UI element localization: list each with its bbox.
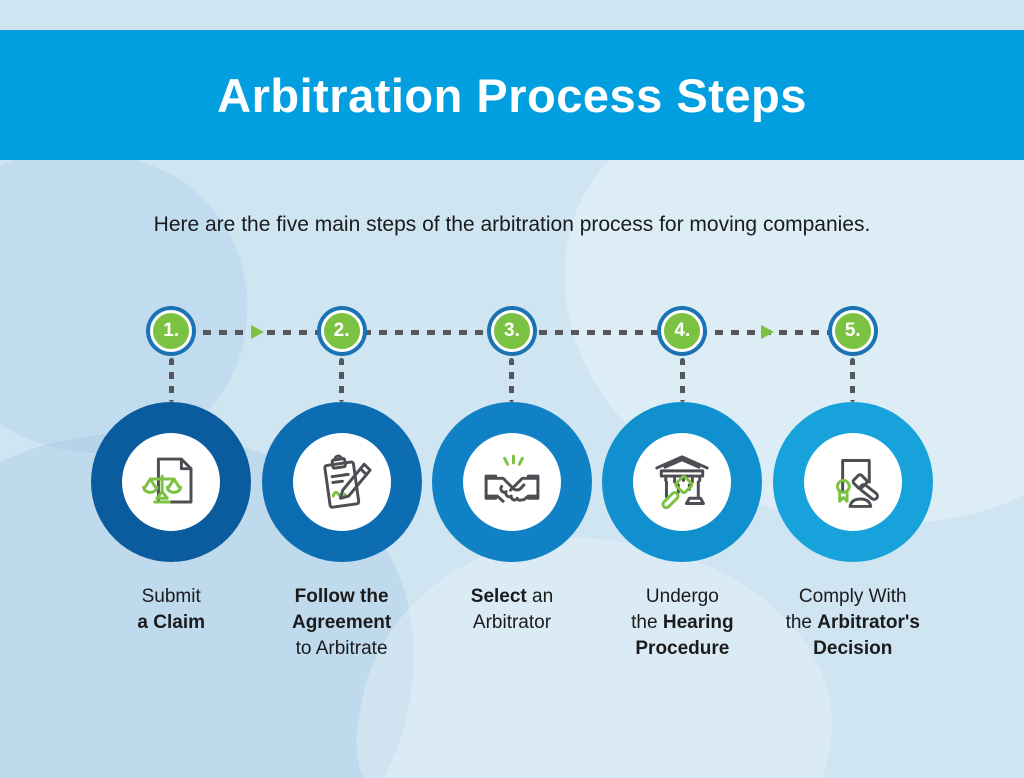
- step-label-line: the Hearing: [631, 612, 734, 633]
- header-banner: Arbitration Process Steps: [0, 30, 1024, 160]
- vertical-dashed-connector: [509, 358, 515, 402]
- step-label-line: the Arbitrator's: [785, 612, 920, 633]
- step-label-line: Undergo: [645, 586, 719, 607]
- scales-document-icon: [142, 457, 193, 504]
- handshake-icon: [484, 454, 540, 503]
- step-number: 3.: [504, 320, 520, 341]
- step-number-badge: 2.: [320, 310, 363, 352]
- step-label: Follow the Agreement to Arbitrate: [254, 584, 430, 662]
- step-number: 4.: [674, 320, 691, 341]
- step-circle-inner: [122, 433, 221, 531]
- step-label-line: a Claim: [137, 612, 205, 633]
- step-circle: [261, 402, 422, 562]
- step-number: 5.: [844, 320, 861, 341]
- step-label: Comply With the Arbitrator's Decision: [765, 584, 941, 662]
- step-label-line: Comply With: [798, 586, 907, 607]
- vertical-dashed-connector: [339, 358, 345, 402]
- subtitle-text: Here are the five main steps of the arbi…: [153, 213, 871, 236]
- step-column-1: 1.: [86, 306, 256, 662]
- step-label: Undergo the Hearing Procedure: [594, 584, 770, 662]
- step-circle: [431, 402, 592, 562]
- step-number: 1.: [163, 320, 180, 341]
- arrow-right-icon: [251, 325, 264, 339]
- step-circle-inner: [462, 433, 561, 531]
- step-circle-inner: [633, 433, 732, 531]
- step-circle-inner: [292, 433, 391, 531]
- step-circle: [602, 402, 763, 562]
- step-column-5: 5. Comply With the Arbitrator's: [768, 306, 938, 662]
- courthouse-gavel-icon: [655, 455, 709, 510]
- vertical-dashed-connector: [679, 358, 685, 402]
- step-number-badge: 1.: [150, 310, 193, 352]
- certificate-gavel-icon: [835, 459, 879, 508]
- step-label-line: Follow the: [294, 586, 389, 607]
- step-column-3: 3. Select an: [427, 306, 597, 662]
- vertical-dashed-connector: [168, 358, 174, 402]
- step-circle: [91, 402, 252, 562]
- steps-row: 1.: [86, 306, 938, 662]
- step-label-line: Procedure: [635, 638, 730, 659]
- step-number-badge: 5.: [831, 310, 874, 352]
- step-label-line: Arbitrator: [472, 612, 552, 633]
- step-circle: [772, 402, 933, 562]
- step-number-badge: 4.: [661, 310, 704, 352]
- step-number-badge: 3.: [490, 310, 533, 352]
- step-label-line: to Arbitrate: [295, 638, 388, 659]
- vertical-dashed-connector: [850, 358, 856, 402]
- step-label-line: Select an: [470, 586, 554, 607]
- step-column-2: 2.: [256, 306, 426, 662]
- arrow-right-icon: [761, 325, 774, 339]
- page-title: Arbitration Process Steps: [217, 68, 807, 122]
- step-circle-inner: [803, 433, 902, 531]
- clipboard-pencil-icon: [322, 454, 372, 509]
- step-label-line: Submit: [141, 586, 201, 607]
- step-label: Select an Arbitrator: [424, 584, 600, 636]
- step-number: 2.: [333, 320, 350, 341]
- step-label-line: Agreement: [291, 612, 392, 633]
- step-label: Submit a Claim: [83, 584, 259, 636]
- step-label-line: Decision: [813, 638, 893, 659]
- step-column-4: 4. Undergo: [597, 306, 767, 662]
